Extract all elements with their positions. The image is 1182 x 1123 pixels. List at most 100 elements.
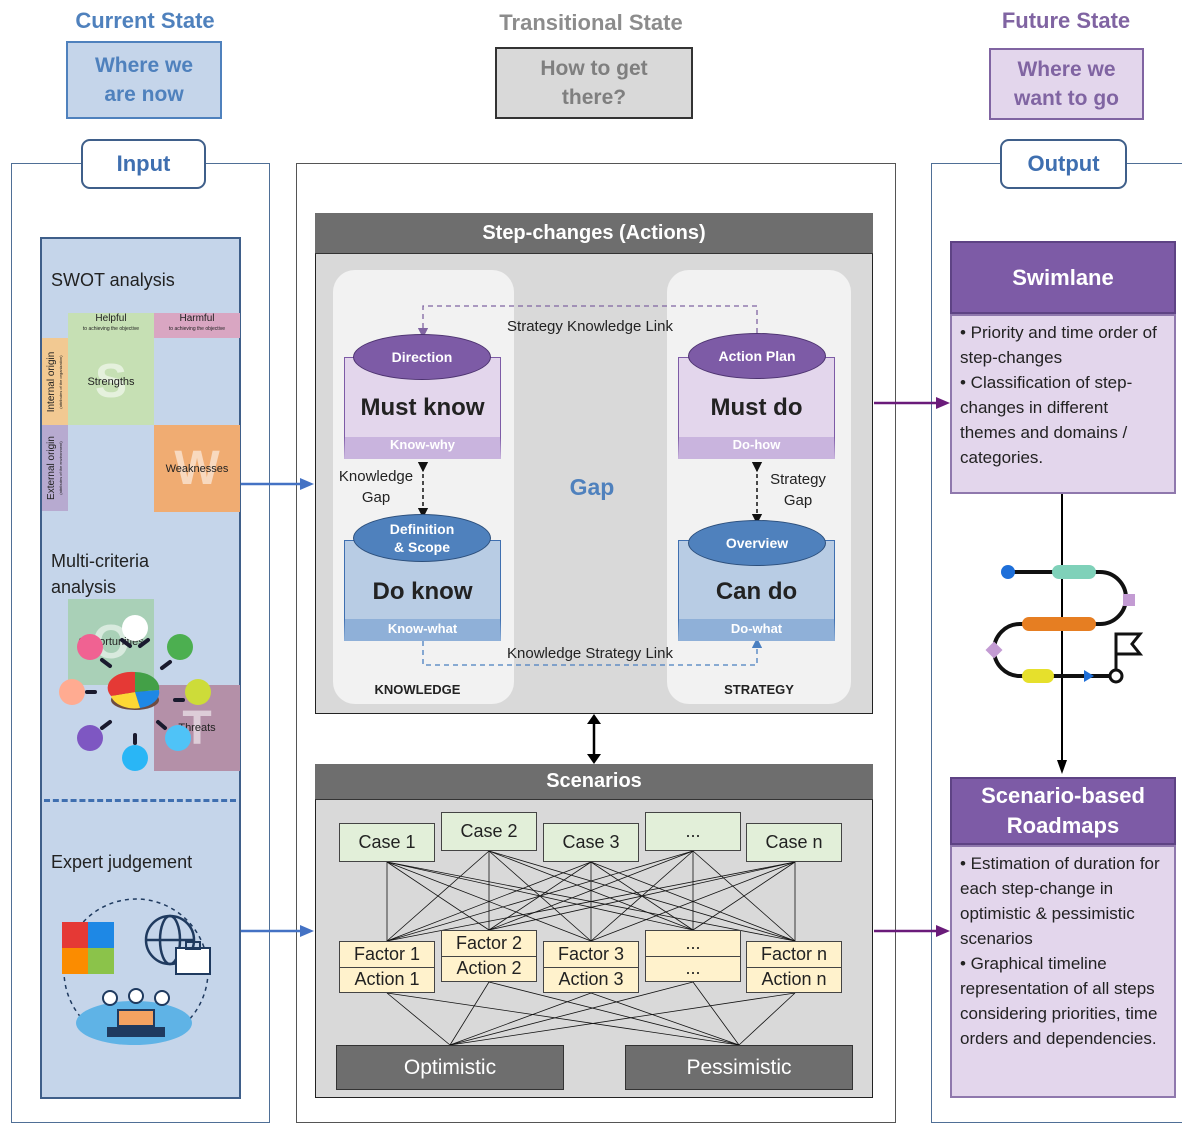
future-state-title: Future State bbox=[1001, 8, 1131, 33]
roadmaps-body: • Estimation of duration for each step-c… bbox=[950, 845, 1176, 1098]
network-link bbox=[488, 850, 694, 931]
multi-criteria-illustration bbox=[59, 615, 211, 771]
action-label: ... bbox=[685, 958, 701, 979]
factor-box: Factor 1 Action 1 bbox=[339, 941, 435, 993]
factor-label: Factor 3 bbox=[544, 942, 638, 968]
must-do-sub: Do-how bbox=[732, 437, 781, 452]
action-label: Action 1 bbox=[354, 969, 420, 990]
swimlane-body: • Priority and time order of step-change… bbox=[950, 314, 1176, 494]
network-link bbox=[488, 981, 740, 1046]
overview-ellipse: Overview bbox=[688, 520, 826, 566]
step-changes-connectors bbox=[417, 305, 763, 666]
helpful-label: Helpful bbox=[95, 313, 127, 324]
swot-letter-w: W bbox=[174, 442, 220, 495]
can-do-sub: Do-what bbox=[730, 621, 783, 636]
roadmaps-header: Scenario-based Roadmaps bbox=[950, 777, 1176, 845]
strategy-knowledge-link-label: Strategy Knowledge Link bbox=[507, 318, 673, 335]
globe-icon bbox=[144, 914, 196, 966]
must-do-title: Must do bbox=[710, 394, 803, 421]
input-to-step-changes-arrow bbox=[241, 478, 314, 490]
optimistic-box: Optimistic bbox=[336, 1045, 564, 1090]
swot-title: SWOT analysis bbox=[51, 270, 175, 290]
factor-box: Factor 2 Action 2 bbox=[441, 930, 537, 982]
case-box: Case n bbox=[746, 823, 842, 862]
network-link bbox=[386, 992, 451, 1046]
network-link bbox=[449, 992, 796, 1046]
expert-judgement-title: Expert judgement bbox=[51, 852, 193, 872]
definition-scope-ellipse: Definition & Scope bbox=[353, 514, 491, 562]
factor-label: ... bbox=[646, 931, 740, 957]
input-tab: Input bbox=[81, 139, 206, 189]
action-plan-ellipse: Action Plan bbox=[688, 333, 826, 379]
transitional-state-box: How to get there? bbox=[495, 47, 693, 119]
swot-internal-header: Internal origin (attributes of the organ… bbox=[42, 338, 68, 425]
scenarios-to-roadmaps-arrow bbox=[874, 925, 950, 937]
network-link bbox=[386, 850, 694, 942]
puzzle-icon bbox=[62, 922, 114, 974]
current-state-title: Current State bbox=[75, 8, 215, 33]
roadmaps-title-line-2: Roadmaps bbox=[1006, 813, 1120, 838]
network-link bbox=[738, 992, 796, 1046]
swot-threats-cell: T Threats bbox=[154, 685, 240, 771]
case-box: Case 2 bbox=[441, 812, 537, 851]
swimlane-header: Swimlane bbox=[950, 241, 1176, 314]
action-label: Action 2 bbox=[456, 958, 522, 979]
case-box: ... bbox=[645, 812, 741, 851]
case-box: Case 3 bbox=[543, 823, 639, 862]
transitional-state-title: Transitional State bbox=[499, 10, 683, 35]
helpful-sub-label: to achieving the objective bbox=[82, 326, 140, 332]
factor-box: Factor n Action n bbox=[746, 941, 842, 993]
step-changes-title: Step-changes (Actions) bbox=[315, 213, 873, 254]
knowledge-gap-line-2: Gap bbox=[361, 489, 391, 506]
strategy-gap-line-1: Strategy bbox=[770, 471, 826, 488]
future-state-box: Where we want to go bbox=[989, 48, 1144, 120]
network-link bbox=[386, 861, 592, 942]
harmful-sub-label: to achieving the objective bbox=[168, 326, 226, 332]
scenarios-title: Scenarios bbox=[315, 764, 873, 800]
roadmap-connector bbox=[985, 494, 1144, 774]
roadmaps-bullet: • Estimation of duration for each step-c… bbox=[960, 854, 1160, 948]
swot-harmful-header: Harmful to achieving the objective bbox=[154, 313, 240, 338]
action-label: Action n bbox=[761, 969, 827, 990]
roadmaps-title-line-1: Scenario-based bbox=[981, 783, 1145, 808]
pie-chart-icon bbox=[107, 671, 160, 710]
do-know-sub: Know-what bbox=[387, 621, 458, 636]
direction-ellipse: Direction bbox=[353, 334, 491, 380]
swot-matrix: Helpful to achieving the objective Harmf… bbox=[42, 313, 240, 771]
swot-strengths-cell: S Strengths bbox=[68, 338, 154, 425]
knowledge-label: KNOWLEDGE bbox=[374, 682, 461, 697]
swimlane-bullet: • Classification of step-changes in diff… bbox=[960, 373, 1133, 467]
factor-box: ... ... bbox=[645, 930, 741, 982]
expert-judgement-illustration bbox=[62, 898, 211, 1045]
network-link bbox=[386, 850, 490, 942]
people-icon bbox=[102, 988, 170, 1037]
must-know-sub: Know-why bbox=[390, 437, 455, 452]
roadmaps-bullet: • Graphical timeline representation of a… bbox=[960, 954, 1158, 1048]
factor-label: Factor 2 bbox=[442, 931, 536, 957]
harmful-label: Harmful bbox=[179, 313, 215, 324]
network-link bbox=[590, 861, 796, 942]
knowledge-gap-line-1: Knowledge bbox=[338, 468, 414, 485]
step-changes-to-swimlane-arrow bbox=[874, 397, 950, 409]
factor-label: Factor n bbox=[747, 942, 841, 968]
network-link bbox=[386, 861, 796, 942]
network-link bbox=[386, 992, 740, 1046]
network-link bbox=[449, 992, 592, 1046]
knowledge-gap-label: Knowledge Gap bbox=[332, 466, 420, 508]
current-state-box: Where we are now bbox=[66, 41, 222, 119]
can-do-title: Can do bbox=[715, 578, 798, 605]
weaknesses-label: Weaknesses bbox=[165, 462, 229, 475]
swot-helpful-header: Helpful to achieving the objective bbox=[68, 313, 154, 338]
factor-label: Factor 1 bbox=[340, 942, 434, 968]
strategy-gap-line-2: Gap bbox=[783, 492, 813, 509]
gap-label: Gap bbox=[569, 474, 615, 500]
swot-external-header: External origin (attributes of the envir… bbox=[42, 425, 68, 511]
action-label: Action 3 bbox=[558, 969, 624, 990]
factor-box: Factor 3 Action 3 bbox=[543, 941, 639, 993]
definition-label: Definition bbox=[389, 521, 455, 537]
swot-weaknesses-cell: W Weaknesses bbox=[154, 425, 240, 512]
network-link bbox=[692, 861, 796, 931]
input-to-scenarios-arrow bbox=[241, 925, 314, 937]
strategy-label: STRATEGY bbox=[724, 682, 794, 697]
